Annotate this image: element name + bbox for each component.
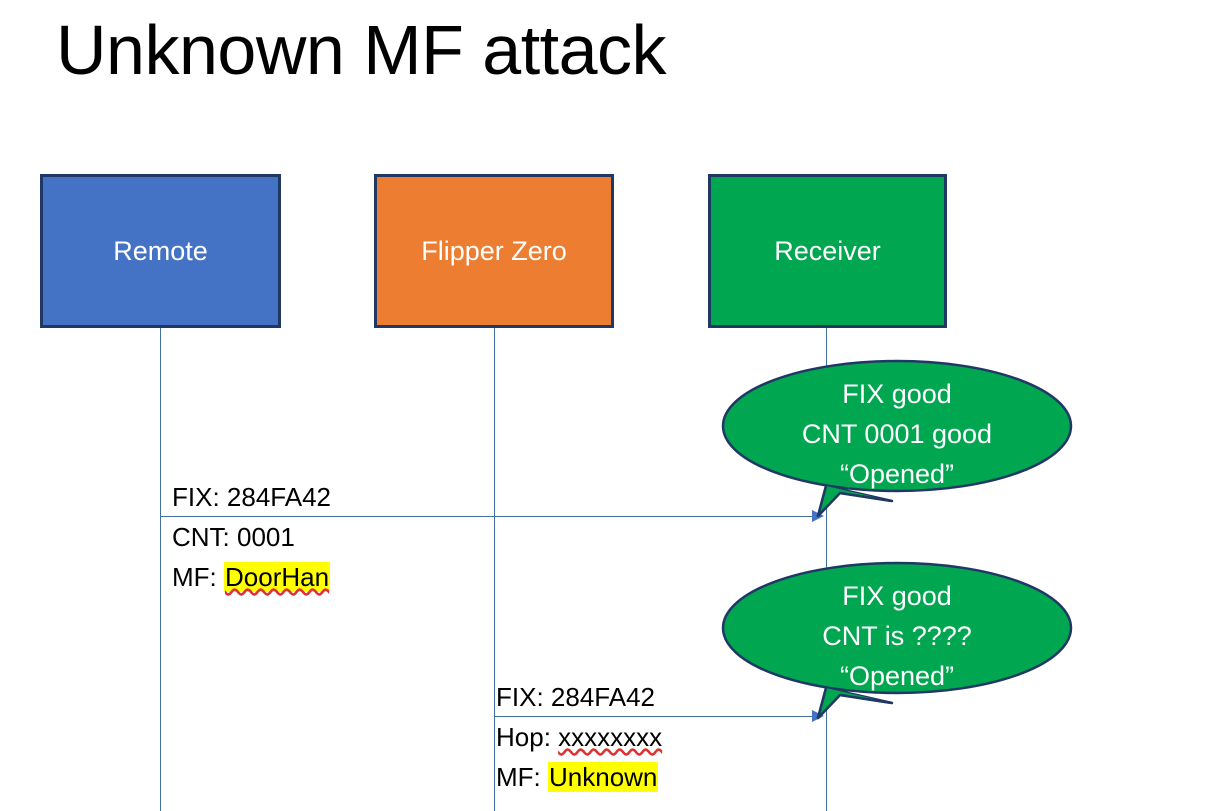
speech-bubble-1-shape bbox=[721, 359, 1073, 518]
message-2-hop-value: xxxxxxxx bbox=[558, 722, 663, 752]
message-1-line-cnt: CNT: 0001 bbox=[172, 522, 295, 552]
actor-box-remote: Remote bbox=[40, 174, 281, 328]
message-1-mf-value: DoorHan bbox=[224, 562, 331, 592]
message-2-mf-prefix: MF: bbox=[496, 762, 548, 792]
message-2-line-mf: MF: Unknown bbox=[496, 757, 662, 797]
message-2-labels: FIX: 284FA42 Hop: xxxxxxxx MF: Unknown bbox=[496, 677, 662, 797]
actor-label-receiver: Receiver bbox=[774, 235, 881, 266]
message-1-mf-prefix: MF: bbox=[172, 562, 224, 592]
speech-bubble-2: FIX good CNT is ???? “Opened” bbox=[721, 561, 1073, 720]
page-title: Unknown MF attack bbox=[56, 11, 667, 89]
message-1-line-mf: MF: DoorHan bbox=[172, 557, 331, 597]
actor-box-flipper: Flipper Zero bbox=[374, 174, 614, 328]
actor-box-receiver: Receiver bbox=[708, 174, 947, 328]
speech-bubble-2-shape bbox=[721, 561, 1073, 720]
message-2-line-hop: Hop: xxxxxxxx bbox=[496, 717, 662, 757]
message-1-labels: FIX: 284FA42 CNT: 0001 MF: DoorHan bbox=[172, 477, 331, 597]
message-2-mf-value: Unknown bbox=[548, 762, 659, 792]
speech-bubble-1: FIX good CNT 0001 good “Opened” bbox=[721, 359, 1073, 518]
message-2-hop-prefix: Hop: bbox=[496, 722, 559, 752]
lifeline-remote bbox=[160, 328, 161, 811]
message-1-line-fix: FIX: 284FA42 bbox=[172, 482, 331, 512]
message-2-line-fix: FIX: 284FA42 bbox=[496, 682, 655, 712]
actor-label-remote: Remote bbox=[113, 235, 208, 266]
message-arrow-1-line bbox=[160, 516, 815, 517]
message-arrow-2-line bbox=[494, 716, 815, 717]
actor-label-flipper: Flipper Zero bbox=[421, 235, 567, 266]
lifeline-flipper bbox=[494, 328, 495, 811]
